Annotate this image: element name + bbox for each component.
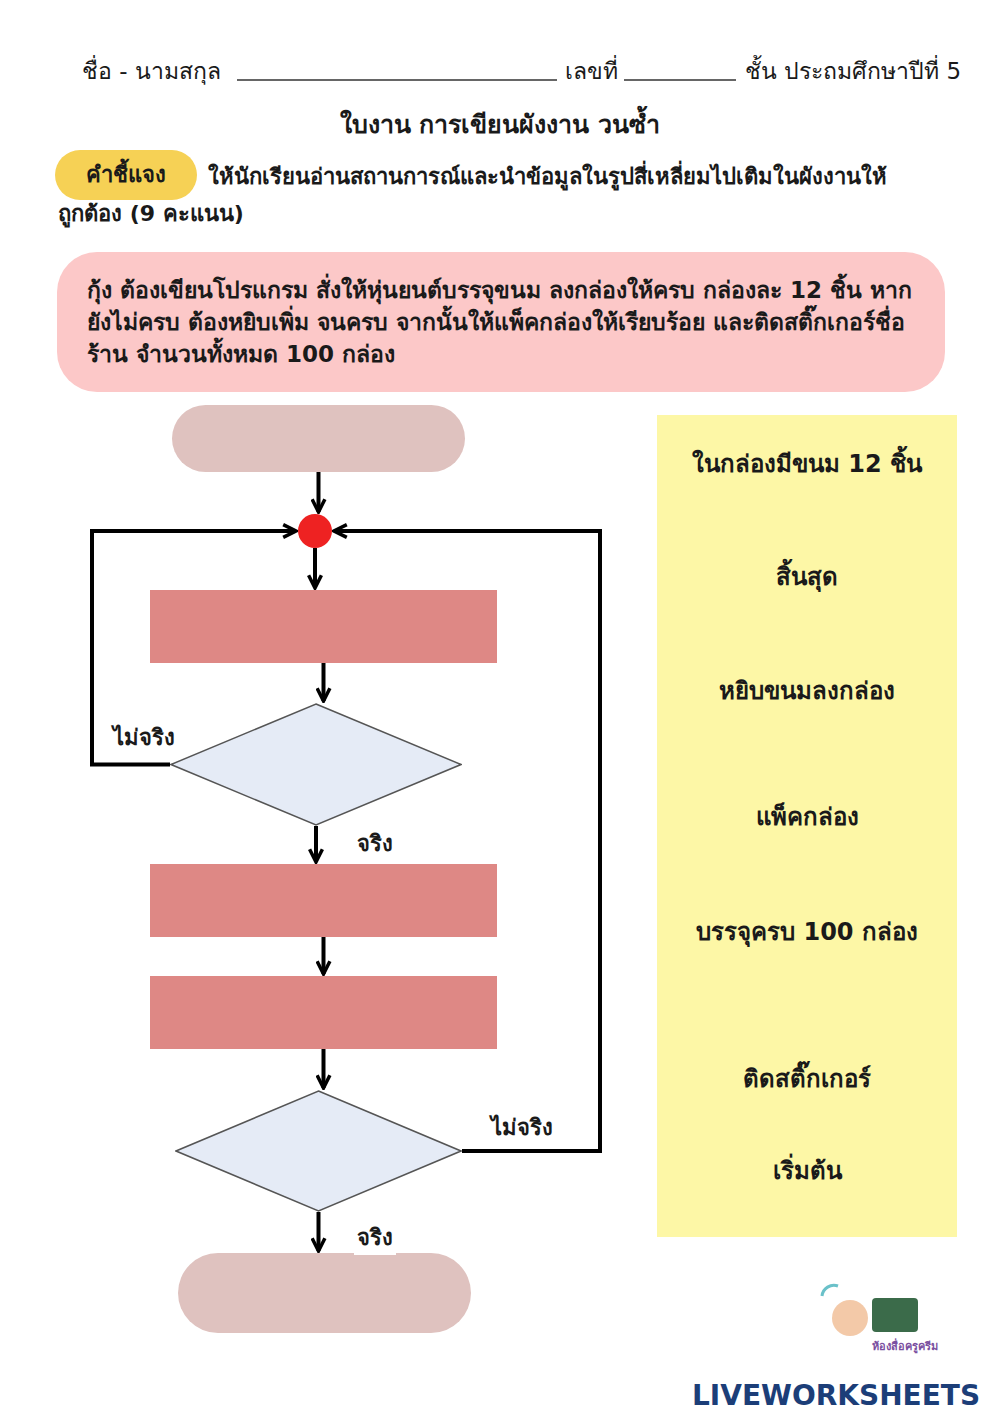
worksheet-title: ใบงาน การเขียนผังงาน วนซ้ำ	[0, 104, 1000, 144]
flow-connector	[322, 937, 326, 974]
blank-line	[624, 79, 736, 81]
decision-diamond	[170, 703, 462, 826]
decision-diamond	[175, 1090, 462, 1212]
scenario-box: กุ้ง ต้องเขียนโปรแกรม สั่งให้หุ่นยนต์บรร…	[57, 252, 945, 392]
answer-panel: ในกล่องมีขนม 12 ชิ้นสิ้นสุดหยิบขนมลงกล่อ…	[657, 415, 957, 1237]
diamond-shape	[176, 1091, 461, 1211]
instruction-badge: คำชี้แจง	[55, 150, 197, 200]
process-box	[150, 590, 497, 663]
start-terminal	[172, 405, 465, 472]
loop-junction	[298, 514, 332, 548]
watermark: LIVEWORKSHEETS	[692, 1372, 980, 1414]
brand-text: ห้องสื่อครูครีม	[872, 1338, 938, 1357]
diamond-outline	[175, 1090, 462, 1212]
node-text: คำชี้แจง	[86, 160, 166, 191]
flow-connector	[317, 472, 321, 512]
flow-connector	[314, 826, 318, 862]
wifi-icon	[822, 1285, 838, 1296]
diamond-outline	[170, 703, 462, 826]
board-icon	[872, 1298, 918, 1332]
grade-label: ชั้น ประถมศึกษาปีที่ 5	[745, 52, 961, 91]
teacher-icon	[832, 1300, 868, 1336]
blank-line	[237, 79, 557, 81]
process-box	[150, 976, 497, 1049]
answer-option: ในกล่องมีขนม 12 ชิ้น	[657, 448, 957, 482]
answer-option: หยิบขนมลงกล่อง	[657, 675, 957, 709]
edge-label: จริง	[354, 1220, 396, 1255]
process-box	[150, 864, 497, 937]
flow-connector	[317, 1212, 321, 1251]
edge-label: ไม่จริง	[488, 1110, 556, 1145]
edge-label: ไม่จริง	[110, 720, 178, 755]
node-text: กุ้ง ต้องเขียนโปรแกรม สั่งให้หุ่นยนต์บรร…	[87, 274, 915, 371]
edge-label: จริง	[354, 826, 396, 861]
flow-connector	[313, 548, 317, 588]
end-terminal	[178, 1253, 471, 1333]
answer-option: สิ้นสุด	[657, 561, 957, 595]
instruction-text: ให้นักเรียนอ่านสถานการณ์และนำข้อมูลในรูป…	[58, 158, 898, 233]
answer-option: เริ่มต้น	[657, 1155, 957, 1189]
answer-option: บรรจุครบ 100 กล่อง	[657, 916, 957, 950]
diamond-shape	[171, 704, 461, 825]
answer-option: ติดสติ๊กเกอร์	[657, 1063, 957, 1097]
answer-option: แพ็คกล่อง	[657, 801, 957, 835]
flow-connector	[322, 663, 326, 701]
name-field-label: ชื่อ - นามสกุล	[82, 52, 221, 91]
flow-connector	[322, 1049, 326, 1088]
number-field-label: เลขที่	[565, 52, 618, 91]
